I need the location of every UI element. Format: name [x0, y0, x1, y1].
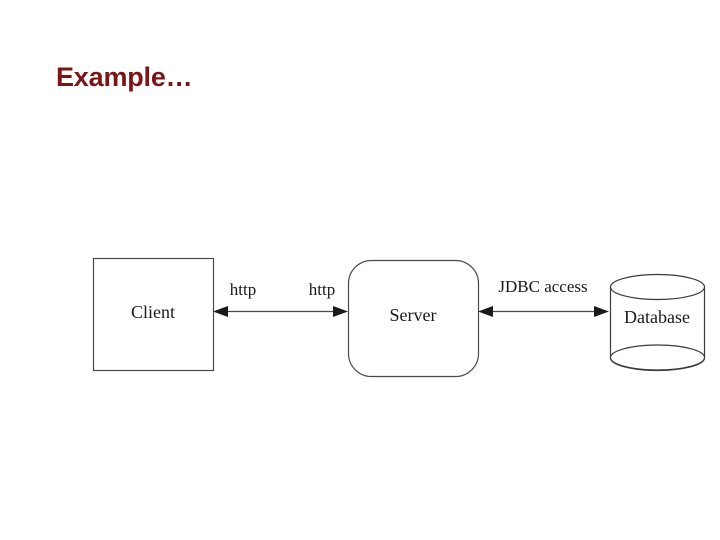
arrow-head-left-server	[478, 306, 493, 317]
page-title: Example…	[56, 62, 193, 92]
database-cylinder-top	[609, 273, 706, 301]
edge-label-http-server: http	[309, 280, 335, 299]
database-label: Database	[624, 307, 690, 327]
arrow-head-right-database	[594, 306, 609, 317]
edge-server-database[interactable]: JDBC access	[478, 277, 609, 317]
node-server[interactable]: Server	[347, 259, 480, 378]
node-database[interactable]: Database	[609, 273, 706, 372]
arrow-head-left-client	[213, 306, 228, 317]
client-box-shape	[92, 257, 215, 372]
client-label: Client	[131, 302, 175, 322]
database-cylinder-bottom	[609, 344, 706, 371]
server-label: Server	[390, 305, 437, 325]
edge-label-jdbc-access: JDBC access	[498, 277, 587, 296]
server-box-shape	[347, 259, 480, 378]
edge-label-http-client: http	[230, 280, 256, 299]
arrow-head-right-server	[333, 306, 348, 317]
node-client[interactable]: Client	[92, 257, 215, 372]
edge-client-server[interactable]: http http	[213, 280, 348, 317]
